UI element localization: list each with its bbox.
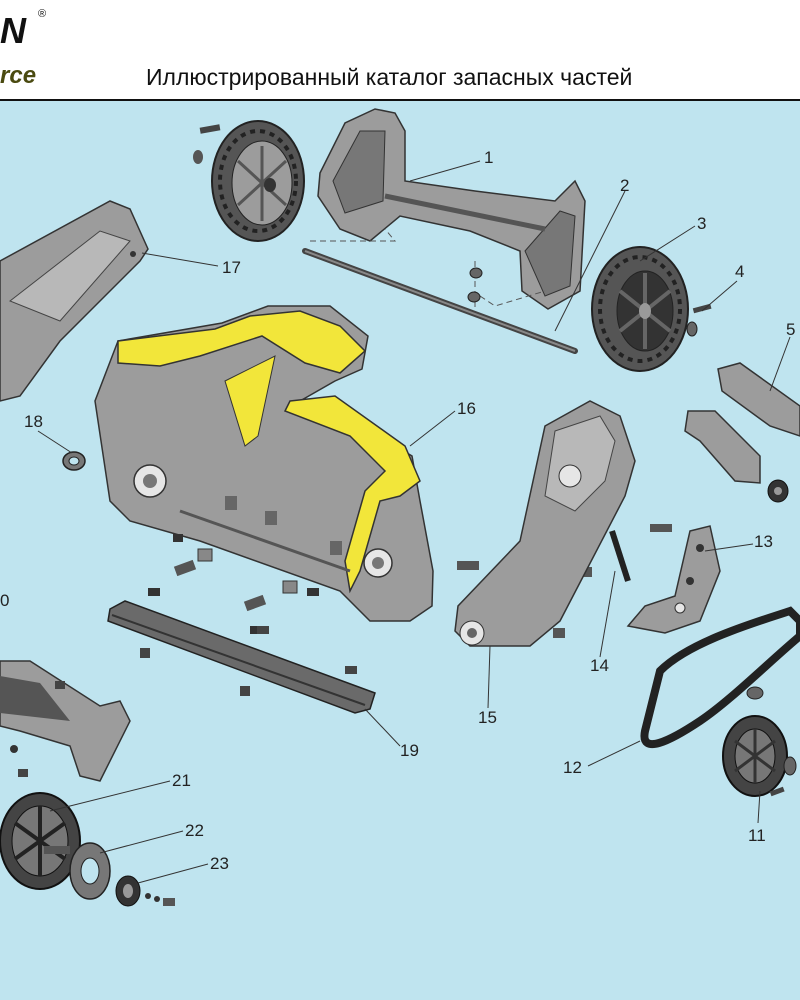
part-21-impeller xyxy=(0,792,81,890)
callout-labels: 1 2 3 4 5 0 11 12 13 14 15 16 17 18 19 2… xyxy=(0,148,795,873)
callout-18: 18 xyxy=(24,412,43,431)
part-5-bracket xyxy=(684,362,800,503)
alignment-guides xyxy=(310,228,546,311)
callout-5: 5 xyxy=(786,320,795,339)
page-header: N ® rce Иллюстрированный каталог запасны… xyxy=(0,0,800,101)
callout-1: 1 xyxy=(484,148,493,167)
part-23-bearing xyxy=(115,875,175,907)
part-19-scraper-bar xyxy=(107,600,376,714)
callout-23: 23 xyxy=(210,854,229,873)
part-12-belt xyxy=(640,606,800,749)
callout-21: 21 xyxy=(172,771,191,790)
exploded-parts-diagram: 1 2 3 4 5 0 11 12 13 14 15 16 17 18 19 2… xyxy=(0,101,800,1000)
callout-16: 16 xyxy=(457,399,476,418)
callout-3: 3 xyxy=(697,214,706,233)
callout-19: 19 xyxy=(400,741,419,760)
part-22-flange xyxy=(69,842,111,900)
part-10-bracket xyxy=(0,660,131,782)
callout-13: 13 xyxy=(754,532,773,551)
logo-text: N xyxy=(0,10,27,51)
callout-11: 11 xyxy=(748,826,766,845)
callout-4: 4 xyxy=(735,262,744,281)
callout-10: 0 xyxy=(0,591,9,610)
part-16-housing xyxy=(94,305,434,622)
callout-22: 22 xyxy=(185,821,204,840)
header-divider xyxy=(0,99,800,101)
part-14-spring-bolt xyxy=(609,530,631,582)
callout-12: 12 xyxy=(563,758,582,777)
leader-lines xyxy=(37,160,791,884)
part-17-cover xyxy=(0,200,149,402)
brand-logo: N xyxy=(0,10,27,52)
part-3-wheel-right xyxy=(591,246,689,372)
part-1-frame xyxy=(317,108,586,310)
part-11-pulley xyxy=(722,686,797,797)
part-4-bolt xyxy=(467,267,712,337)
page-title: Иллюстрированный каталог запасных частей xyxy=(146,64,633,90)
part-wheel-top xyxy=(193,120,305,242)
registered-mark: ® xyxy=(38,8,47,20)
callout-14: 14 xyxy=(590,656,609,675)
part-13-plate xyxy=(626,525,721,634)
part-15-side-plate xyxy=(454,400,636,647)
part-2-axle xyxy=(302,248,578,354)
part-18-bearing xyxy=(62,451,86,471)
callout-15: 15 xyxy=(478,708,497,727)
callout-17: 17 xyxy=(222,258,241,277)
logo-subtext: rce xyxy=(0,62,37,89)
callout-2: 2 xyxy=(620,176,629,195)
